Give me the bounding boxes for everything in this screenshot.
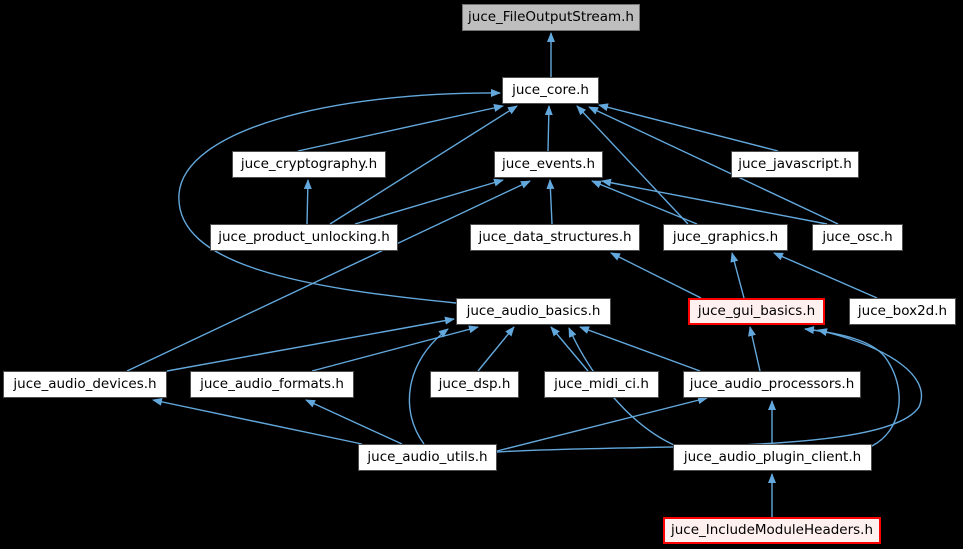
edge-gui_basics-to-graphics xyxy=(730,252,745,299)
node-midi_ci[interactable]: juce_midi_ci.h xyxy=(544,371,659,398)
edge-audio_utils-to-audio_devices xyxy=(152,397,363,445)
node-file_output_stream: juce_FileOutputStream.h xyxy=(462,4,640,31)
node-product_unlocking[interactable]: juce_product_unlocking.h xyxy=(210,224,398,251)
edge-audio_devices-to-audio_basics xyxy=(166,316,455,372)
node-graphics[interactable]: juce_graphics.h xyxy=(663,224,788,251)
edge-product_unlocking-to-events xyxy=(354,178,504,225)
node-audio_basics[interactable]: juce_audio_basics.h xyxy=(456,298,611,325)
node-audio_formats[interactable]: juce_audio_formats.h xyxy=(190,371,354,398)
node-include_module_headers[interactable]: juce_IncludeModuleHeaders.h xyxy=(663,517,881,544)
edge-box2d-to-graphics xyxy=(773,252,878,299)
edge-dsp-to-audio_basics xyxy=(477,326,515,372)
node-javascript[interactable]: juce_javascript.h xyxy=(731,151,859,178)
edge-events-to-core xyxy=(544,105,553,152)
edge-audio_processors-to-gui_basics xyxy=(748,326,761,372)
edge-audio_utils-to-audio_formats xyxy=(305,399,403,445)
node-audio_processors[interactable]: juce_audio_processors.h xyxy=(683,371,861,398)
node-dsp[interactable]: juce_dsp.h xyxy=(430,371,519,398)
edge-product_unlocking-to-core xyxy=(329,105,518,225)
node-audio_plugin_client[interactable]: juce_audio_plugin_client.h xyxy=(673,444,872,471)
edge-osc-to-events xyxy=(601,178,828,225)
edge-graphics-to-core xyxy=(576,105,689,225)
node-audio_devices[interactable]: juce_audio_devices.h xyxy=(3,371,167,398)
edge-midi_ci-to-audio_basics xyxy=(550,326,589,372)
node-cryptography[interactable]: juce_cryptography.h xyxy=(232,151,386,178)
edge-osc-to-core xyxy=(588,106,839,225)
edge-audio_utils-to-gui_basics xyxy=(496,328,923,453)
edge-audio_processors-to-audio_basics xyxy=(579,326,701,372)
edge-graphics-to-events xyxy=(591,180,698,225)
edge-audio_utils-to-audio_processors xyxy=(496,396,708,452)
edge-gui_basics-to-data_structures xyxy=(610,252,702,299)
node-core[interactable]: juce_core.h xyxy=(502,77,599,104)
edge-audio_basics-to-core xyxy=(178,88,501,304)
node-events[interactable]: juce_events.h xyxy=(494,151,603,178)
edge-product_unlocking-to-cryptography xyxy=(303,179,312,225)
edge-audio_plugin_client-to-gui_basics xyxy=(804,326,900,447)
edge-audio_formats-to-audio_basics xyxy=(311,325,479,372)
node-gui_basics[interactable]: juce_gui_basics.h xyxy=(688,298,825,325)
node-box2d[interactable]: juce_box2d.h xyxy=(849,298,956,325)
node-audio_utils[interactable]: juce_audio_utils.h xyxy=(358,444,497,471)
edge-audio_utils-to-audio_basics xyxy=(408,328,449,445)
node-data_structures[interactable]: juce_data_structures.h xyxy=(470,224,640,251)
edge-data_structures-to-events xyxy=(546,179,555,225)
edge-javascript-to-core xyxy=(598,103,779,152)
node-osc[interactable]: juce_osc.h xyxy=(812,224,903,251)
edge-audio_devices-to-events xyxy=(126,180,531,372)
edge-cryptography-to-core xyxy=(297,104,504,152)
